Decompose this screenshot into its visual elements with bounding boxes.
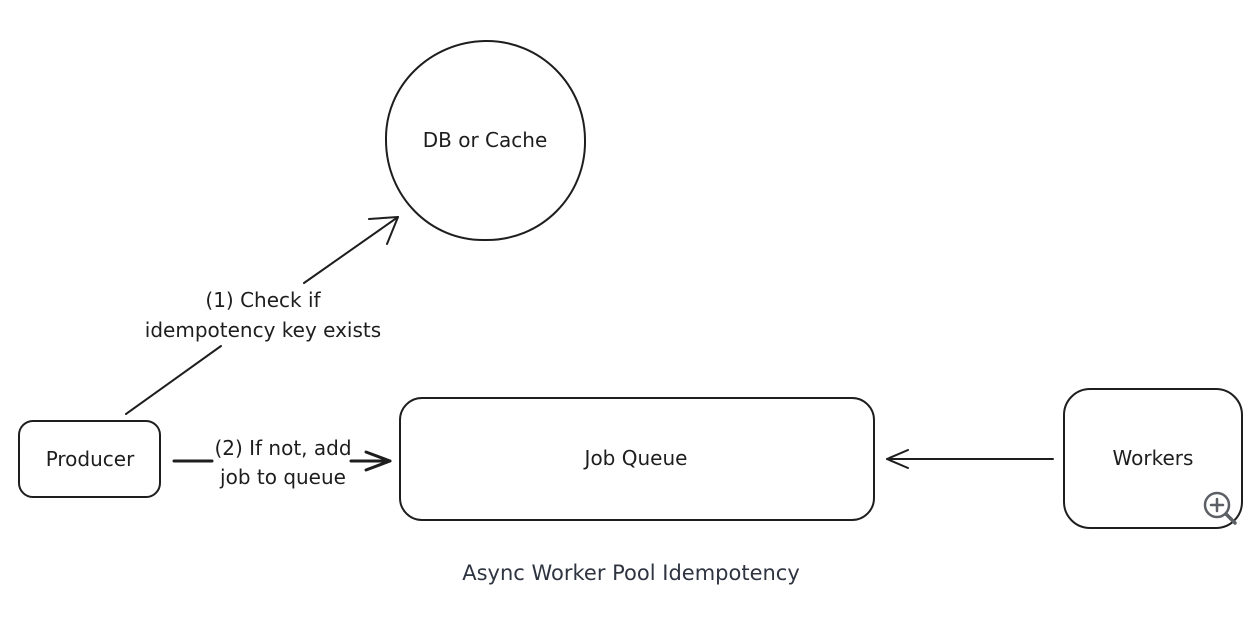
producer-node: Producer	[18, 420, 161, 498]
check-arrowhead	[368, 216, 399, 245]
db-cache-circle	[384, 39, 587, 242]
job-queue-node: Job Queue	[399, 397, 875, 521]
workers-label: Workers	[1113, 446, 1194, 470]
db-cache-node: DB or Cache	[384, 39, 587, 242]
check-arrow-label-line1: (1) Check if	[205, 288, 321, 312]
check-arrow-line-upper	[303, 216, 399, 284]
workers-node: Workers	[1063, 388, 1243, 529]
db-cache-label: DB or Cache	[423, 128, 548, 152]
workers-box	[1063, 388, 1243, 529]
add-arrow-label-line1: (2) If not, add	[214, 436, 351, 460]
producer-label: Producer	[46, 447, 135, 471]
diagram-caption: Async Worker Pool Idempotency	[462, 561, 800, 585]
workers-arrow	[886, 449, 1054, 469]
job-queue-box	[399, 397, 875, 521]
job-queue-label: Job Queue	[583, 446, 688, 470]
zoom-in-icon[interactable]	[1203, 491, 1237, 525]
producer-box	[18, 420, 161, 498]
add-arrowhead	[364, 450, 392, 472]
add-job-arrow: (2) If not, add job to queue	[172, 436, 392, 489]
workers-arrowhead	[886, 449, 909, 469]
check-arrow-line-lower	[125, 345, 222, 415]
check-key-arrow: (1) Check if idempotency key exists	[125, 216, 399, 415]
check-arrow-label-line2: idempotency key exists	[145, 318, 381, 342]
add-arrow-label-line2: job to queue	[219, 465, 346, 489]
